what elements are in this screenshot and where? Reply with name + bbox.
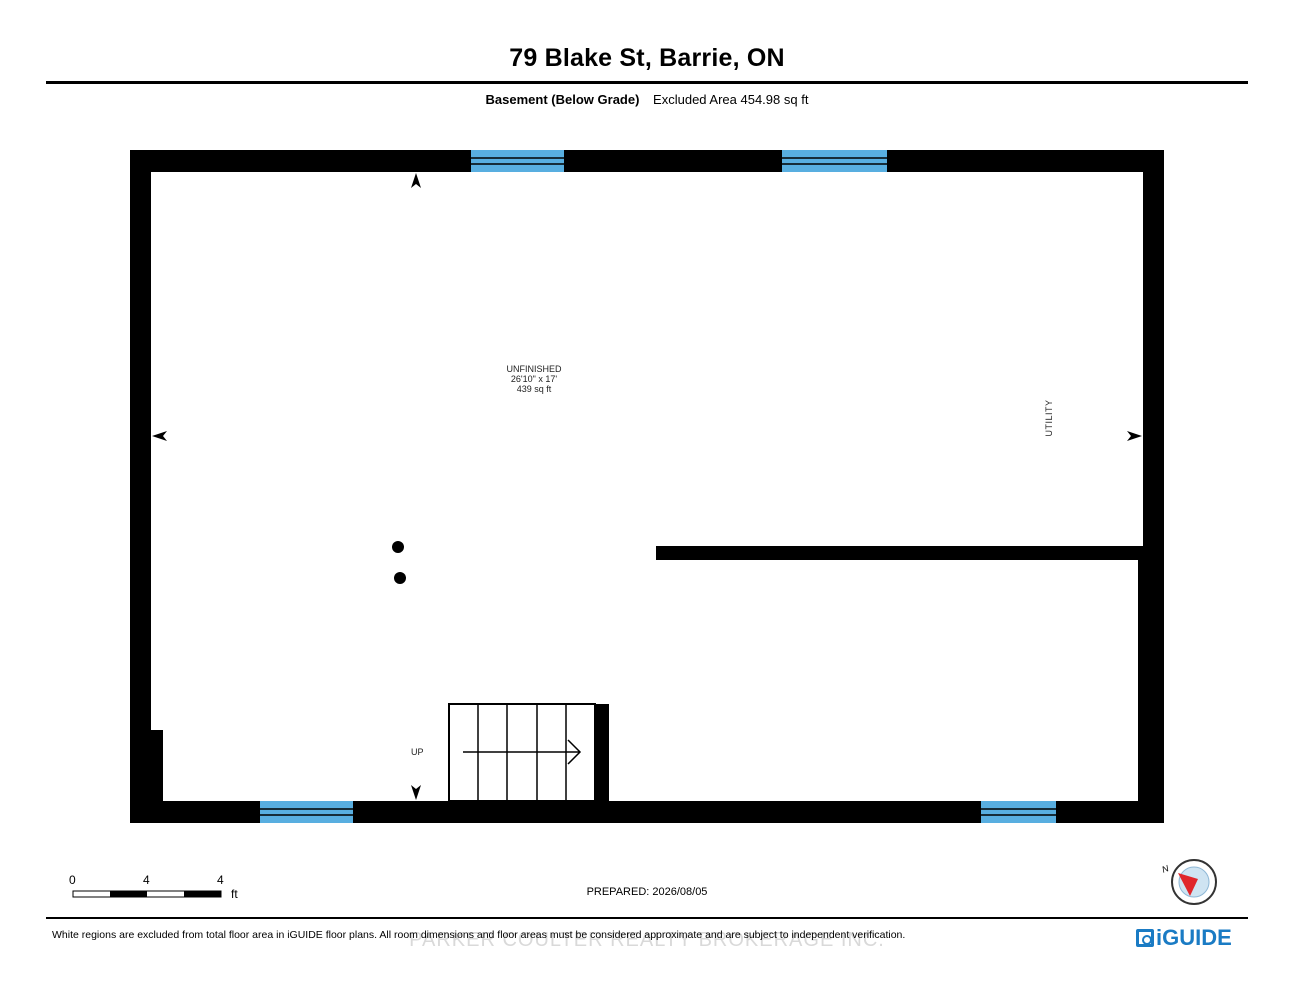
wall-right-upper <box>1143 150 1164 554</box>
header-rule <box>46 81 1248 84</box>
excluded-area: Excluded Area 454.98 sq ft <box>653 92 809 107</box>
wall-top <box>130 150 1164 172</box>
prepared-date: PREPARED: 2026/08/05 <box>586 886 708 898</box>
plan-subtitle: Basement (Below Grade) Excluded Area 454… <box>0 92 1294 107</box>
scale-bar <box>72 890 222 898</box>
compass-icon <box>1171 859 1217 905</box>
level-name: Basement (Below Grade) <box>485 92 640 107</box>
support-post <box>394 572 406 584</box>
interior-wall <box>656 546 1146 560</box>
window-top-2 <box>782 150 887 172</box>
room-dimensions: 26'10" x 17' <box>510 374 558 384</box>
room-label-unfinished: UNFINISHED 26'10" x 17' 439 sq ft <box>474 364 594 394</box>
arrow-right-icon <box>1127 431 1142 441</box>
plan-title: 79 Blake St, Barrie, ON <box>509 44 785 72</box>
room-label-utility: UTILITY <box>1044 399 1054 437</box>
window-bottom-1 <box>260 801 353 823</box>
window-top-1 <box>471 150 564 172</box>
room-name: UNFINISHED <box>506 364 562 374</box>
footer-disclaimer: White regions are excluded from total fl… <box>52 929 906 941</box>
wall-left-bump <box>130 730 163 823</box>
stair-wall <box>595 704 609 803</box>
support-post <box>392 541 404 553</box>
room-area: 439 sq ft <box>516 384 552 394</box>
iguide-logo-icon <box>1136 929 1154 947</box>
wall-left <box>130 150 151 823</box>
window-bottom-2 <box>981 801 1056 823</box>
arrow-up-icon <box>411 173 421 188</box>
wall-bottom <box>130 801 1164 823</box>
scale-tick-0: 0 <box>69 873 76 887</box>
scale-tick-2: 4 <box>143 873 150 887</box>
arrow-down-icon <box>411 785 421 800</box>
scale-unit: ft <box>231 887 238 901</box>
staircase <box>448 703 596 802</box>
arrow-left-icon <box>152 431 167 441</box>
scale-tick-4: 4 <box>217 873 224 887</box>
brand-name: iGUIDE <box>1156 925 1232 950</box>
footer-rule <box>46 917 1248 919</box>
wall-right-lower <box>1138 554 1164 823</box>
brand-logo: iGUIDE <box>1136 925 1232 951</box>
stairs-label: UP <box>411 747 424 757</box>
